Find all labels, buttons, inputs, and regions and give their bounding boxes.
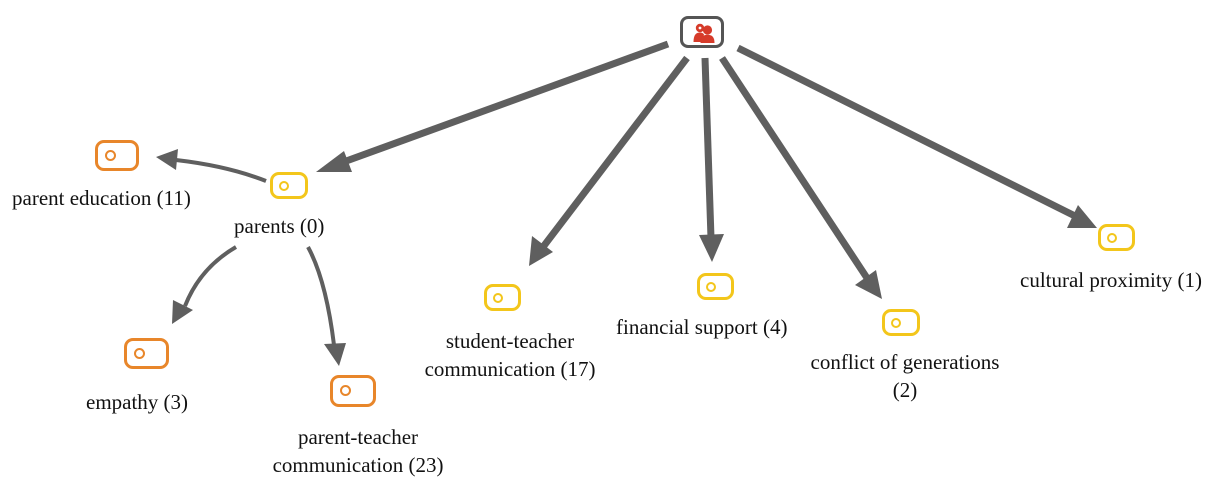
code-node-parent-education[interactable] bbox=[95, 140, 139, 171]
label-student-teacher-communication: student-teacher communication (17) bbox=[410, 327, 610, 383]
arrowhead-root-to-student-teacher bbox=[529, 236, 553, 266]
code-node-conflict-of-generations[interactable] bbox=[882, 309, 920, 336]
edge-root-to-cultural-proximity bbox=[736, 44, 1077, 220]
code-icon bbox=[134, 348, 145, 359]
code-icon bbox=[706, 282, 716, 292]
arrowhead-root-to-conflict bbox=[855, 270, 882, 299]
label-parents: parents (0) bbox=[234, 214, 325, 238]
code-node-financial-support[interactable] bbox=[697, 273, 734, 300]
label-line-2: communication (17) bbox=[424, 357, 596, 381]
code-icon bbox=[105, 150, 116, 161]
label-line-2: communication (23) bbox=[272, 453, 444, 477]
arrowhead-root-to-financial-support bbox=[699, 234, 724, 262]
arrowhead-parents-to-parent-education bbox=[156, 149, 178, 170]
label-empathy: empathy (3) bbox=[86, 390, 189, 414]
arrowhead-parents-to-empathy bbox=[172, 300, 193, 324]
edge-parents-to-empathy bbox=[183, 245, 238, 307]
root-group-node[interactable] bbox=[680, 16, 724, 48]
code-node-student-teacher-communication[interactable] bbox=[484, 284, 521, 311]
code-node-cultural-proximity[interactable] bbox=[1098, 224, 1135, 251]
code-node-empathy[interactable] bbox=[124, 338, 169, 369]
user-group-icon bbox=[693, 23, 715, 43]
label-financial-support: financial support (4) bbox=[616, 315, 788, 339]
label-cultural-proximity: cultural proximity (1) bbox=[1020, 268, 1202, 292]
arrowhead-root-to-parents bbox=[316, 151, 352, 172]
edge-root-to-conflict bbox=[719, 56, 870, 280]
edge-root-to-parents bbox=[336, 40, 670, 168]
code-icon bbox=[1107, 233, 1117, 243]
label-line-1: parent-teacher bbox=[297, 425, 419, 449]
code-icon bbox=[340, 385, 351, 396]
label-line-1: conflict of generations bbox=[810, 350, 1000, 374]
arrowhead-parents-to-parent-teacher bbox=[324, 343, 346, 366]
code-node-parents[interactable] bbox=[270, 172, 308, 199]
label-parent-teacher-communication: parent-teacher communication (23) bbox=[248, 423, 468, 479]
label-line-1: student-teacher bbox=[445, 329, 575, 353]
label-parent-education: parent education (11) bbox=[12, 186, 191, 210]
label-line-2: (2) bbox=[892, 378, 918, 402]
arrowhead-root-to-cultural-proximity bbox=[1067, 205, 1097, 228]
code-icon bbox=[279, 181, 289, 191]
code-icon bbox=[493, 293, 503, 303]
edge-root-to-financial-support bbox=[701, 57, 715, 239]
edge-parents-to-parent-education bbox=[175, 158, 267, 183]
code-node-parent-teacher-communication[interactable] bbox=[330, 375, 376, 407]
code-icon bbox=[891, 318, 901, 328]
edge-parents-to-parent-teacher bbox=[306, 246, 336, 346]
edge-root-to-student-teacher bbox=[540, 55, 690, 250]
label-conflict-of-generations: conflict of generations (2) bbox=[780, 348, 1030, 404]
